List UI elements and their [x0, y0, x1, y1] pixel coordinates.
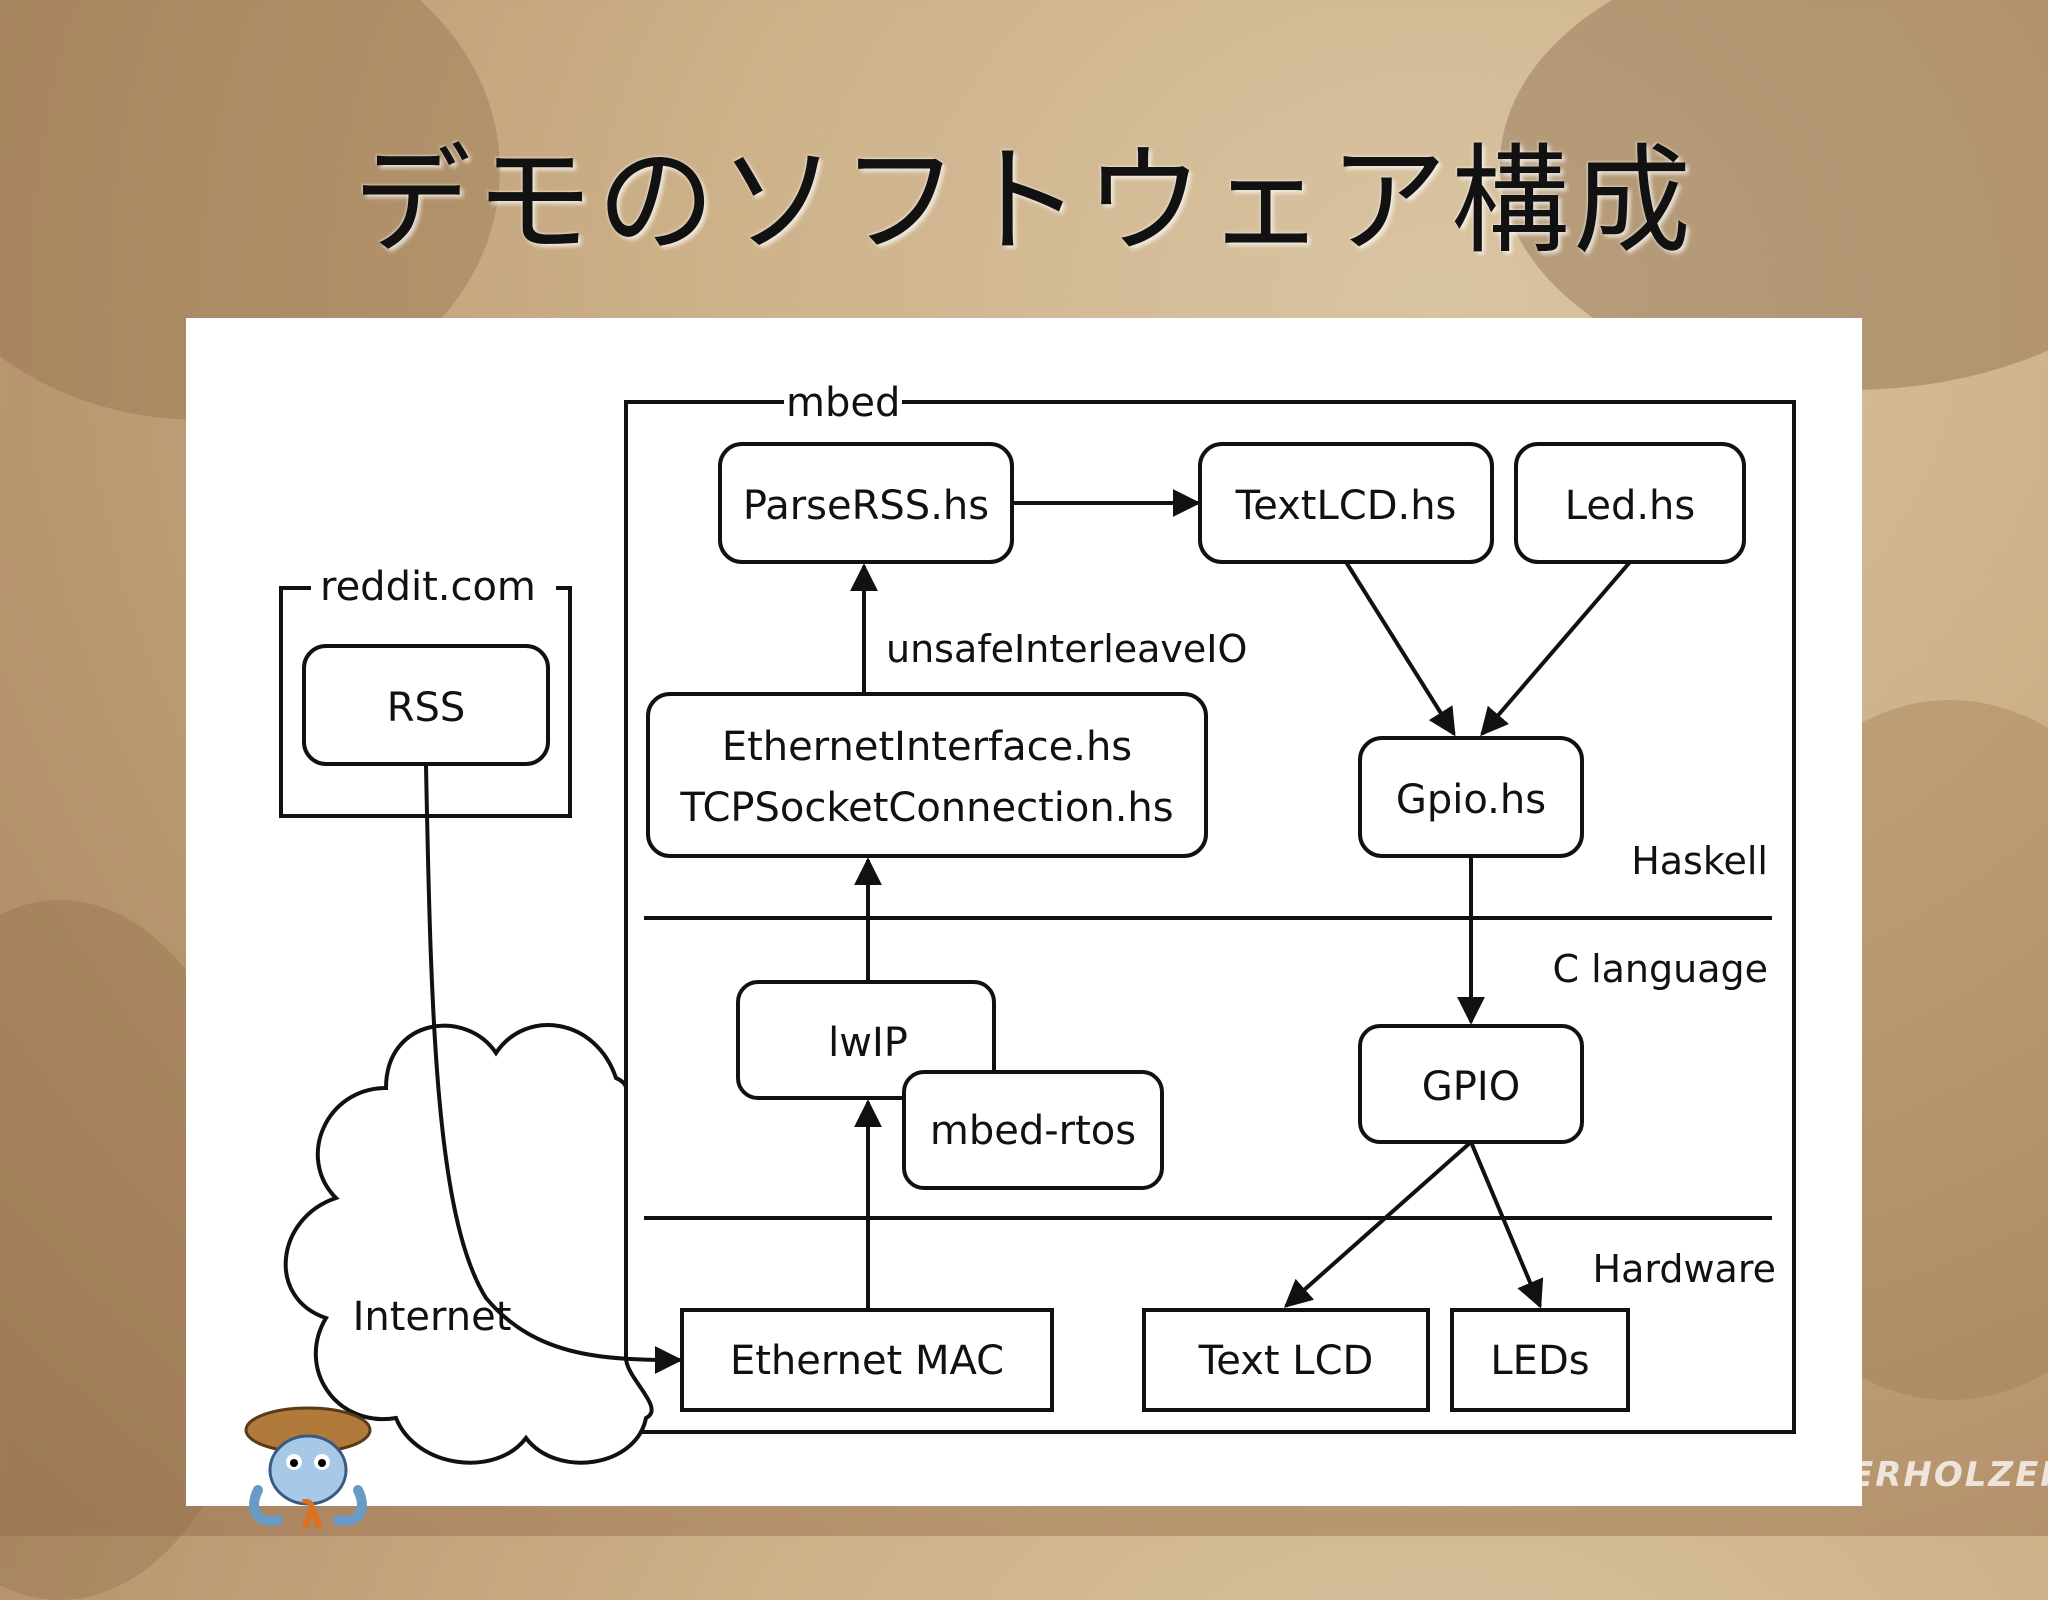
- layer-c-language-label: C language: [1552, 947, 1768, 991]
- ethernet-mac-node: [680, 1308, 1054, 1412]
- arrow-textlcd-to-gpio: [1344, 560, 1456, 737]
- arrow-gpio-to-textlcd: [1283, 1140, 1473, 1308]
- leds-node: [1450, 1308, 1630, 1412]
- architecture-diagram: mbed reddit.com RSS Internet ParseRSS.hs…: [186, 318, 1862, 1506]
- mbed-frame: [624, 400, 1796, 1434]
- mbed-rtos-node: [902, 1070, 1164, 1190]
- mascot-logo: λ: [238, 1400, 378, 1537]
- ethernet-interface-label: EthernetInterface.hs: [722, 724, 1132, 770]
- gpio-hs-label: Gpio.hs: [1396, 777, 1546, 823]
- slide-title: デモのソフトウェア構成: [352, 132, 1695, 270]
- watermark-text: ERHOLZER: [1850, 1455, 2048, 1495]
- lwip-label: lwIP: [828, 1020, 908, 1066]
- text-lcd-hw-node: [1142, 1308, 1430, 1412]
- text-lcd-hs-label: TextLCD.hs: [1235, 483, 1457, 529]
- gpio-c-label: GPIO: [1422, 1064, 1520, 1110]
- internet-label: Internet: [353, 1294, 512, 1340]
- mbed-group-label: mbed: [786, 380, 900, 426]
- reddit-group-label: reddit.com: [320, 564, 536, 610]
- led-hs-label: Led.hs: [1565, 483, 1696, 529]
- mbed-rtos-label: mbed-rtos: [930, 1108, 1136, 1154]
- diagram-canvas: mbed reddit.com RSS Internet ParseRSS.hs…: [279, 380, 1796, 1465]
- unsafe-interleave-label: unsafeInterleaveIO: [886, 627, 1247, 671]
- layer-haskell-label: Haskell: [1631, 839, 1768, 883]
- rss-label: RSS: [387, 685, 466, 731]
- text-lcd-hw-label: Text LCD: [1198, 1338, 1374, 1384]
- leds-label: LEDs: [1490, 1338, 1589, 1384]
- arrow-led-to-gpio: [1480, 560, 1632, 737]
- layer-hardware-label: Hardware: [1593, 1247, 1776, 1291]
- arrow-gpio-to-leds: [1469, 1141, 1544, 1309]
- tcp-socket-label: TCPSocketConnection.hs: [679, 785, 1173, 831]
- internet-cloud: [283, 1023, 654, 1465]
- parse-rss-label: ParseRSS.hs: [743, 483, 989, 529]
- rss-node: [302, 644, 550, 766]
- svg-text:λ: λ: [300, 1493, 324, 1530]
- ethernet-mac-label: Ethernet MAC: [730, 1338, 1004, 1384]
- arrow-rss-to-mac: [424, 765, 683, 1374]
- ethernet-interface-node: [646, 692, 1208, 858]
